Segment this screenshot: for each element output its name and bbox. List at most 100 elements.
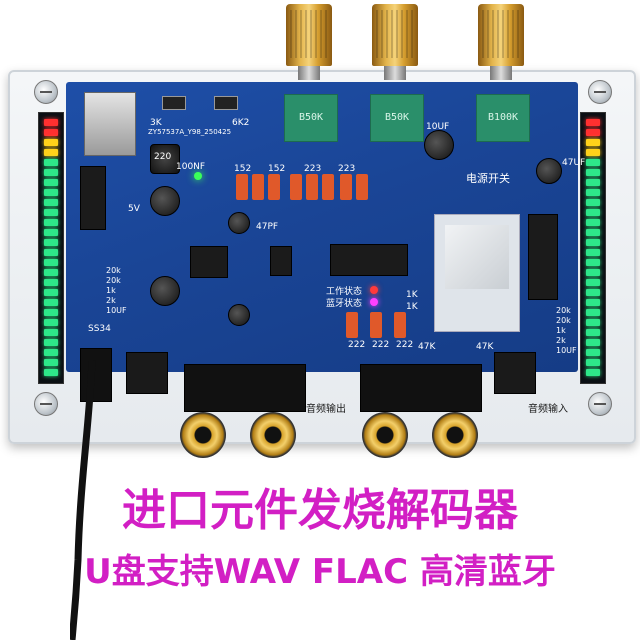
film-capacitor [322,174,334,200]
button-label-3k: 3K [150,118,162,128]
vu-segment [44,119,58,126]
vu-segment [586,299,600,306]
vu-segment [44,259,58,266]
rca-jack-icon[interactable] [180,412,226,458]
potentiometer-2: B50K [370,94,424,142]
diode-label: SS34 [88,324,111,334]
vu-segment [44,219,58,226]
work-status-led [370,286,378,294]
small-label: 47K [418,342,436,352]
left-vu-meter [38,112,64,384]
film-capacitor [236,174,248,200]
work-status-label: 工作状态 [326,287,363,297]
capacitor [150,276,180,306]
capacitor [536,158,562,184]
cap-label: 222 [396,340,414,350]
vu-segment [44,299,58,306]
screw-icon [34,392,58,416]
vu-segment [586,289,600,296]
film-capacitor [290,174,302,200]
capacitor [228,212,250,234]
vu-segment [586,319,600,326]
vu-segment [44,129,58,136]
cap-label: 152 [268,164,286,174]
vu-segment [586,309,600,316]
vu-segment [44,309,58,316]
potentiometer-1: B50K [284,94,338,142]
headline-line-1: 进口元件发烧解码器 [122,485,518,536]
capacitor [228,304,250,326]
small-label: 1K [406,302,418,312]
bass-knob[interactable] [372,4,418,80]
small-label: 47PF [256,222,279,232]
vu-segment [586,179,600,186]
audio-input-label: 音频输入 [528,404,568,415]
inductor-label: 220 [154,152,172,162]
inductor [150,144,180,174]
vu-segment [586,189,600,196]
button-3k[interactable] [162,96,186,110]
vu-segment [44,279,58,286]
vu-segment [586,119,600,126]
vu-segment [586,279,600,286]
bluetooth-module-icon [434,214,520,332]
audio-output-label: 音频输出 [306,404,346,415]
small-label: 47K [476,342,494,352]
vu-segment [586,199,600,206]
vu-segment [586,349,600,356]
small-label: 47UF [562,158,586,168]
vu-segment [44,339,58,346]
button-label-6k2: 6K2 [232,118,250,128]
film-capacitor [268,174,280,200]
screw-icon [34,80,58,104]
small-label: 1K [406,290,418,300]
aux-jack-left[interactable] [126,352,168,394]
vu-segment [44,269,58,276]
power-switch-label: 电源开关 [466,172,510,185]
vu-segment [44,319,58,326]
vu-segment [44,239,58,246]
film-capacitor [346,312,358,338]
vu-segment [586,339,600,346]
bt-status-label: 蓝牙状态 [326,299,363,309]
film-capacitor [370,312,382,338]
screw-icon [588,80,612,104]
vu-segment [586,169,600,176]
vu-segment [586,239,600,246]
vu-segment [44,289,58,296]
rca-jack-icon[interactable] [362,412,408,458]
vu-segment [586,219,600,226]
vu-segment [586,249,600,256]
vu-segment [586,149,600,156]
vu-segment [586,209,600,216]
ic-chip-small [270,246,292,276]
film-capacitor [340,174,352,200]
film-capacitor [306,174,318,200]
rca-jack-icon[interactable] [432,412,478,458]
button-6k2[interactable] [214,96,238,110]
film-capacitor [252,174,264,200]
vu-segment [44,159,58,166]
vu-segment [586,259,600,266]
headline-line-2: U盘支持WAV FLAC 高清蓝牙 [84,552,556,592]
ic-chip-right [528,214,558,300]
vu-segment [44,179,58,186]
vu-segment [586,129,600,136]
vu-segment [586,359,600,366]
vu-segment [44,329,58,336]
ic-chip-mid [190,246,228,278]
aux-jack-right[interactable] [494,352,536,394]
treble-knob[interactable] [478,4,524,80]
vu-segment [44,349,58,356]
input-jack-block [360,364,482,412]
small-label: 5V [128,204,140,214]
right-vu-meter [580,112,606,384]
resistor-values-left: 20k 20k 1k 2k 10UF [106,266,127,315]
output-jack-block [184,364,306,412]
rca-jack-icon[interactable] [250,412,296,458]
volume-knob[interactable] [286,4,332,80]
dc-power-jack[interactable] [80,348,112,402]
usb-port-icon[interactable] [84,92,136,156]
vu-segment [586,229,600,236]
small-label: 10UF [426,122,450,132]
